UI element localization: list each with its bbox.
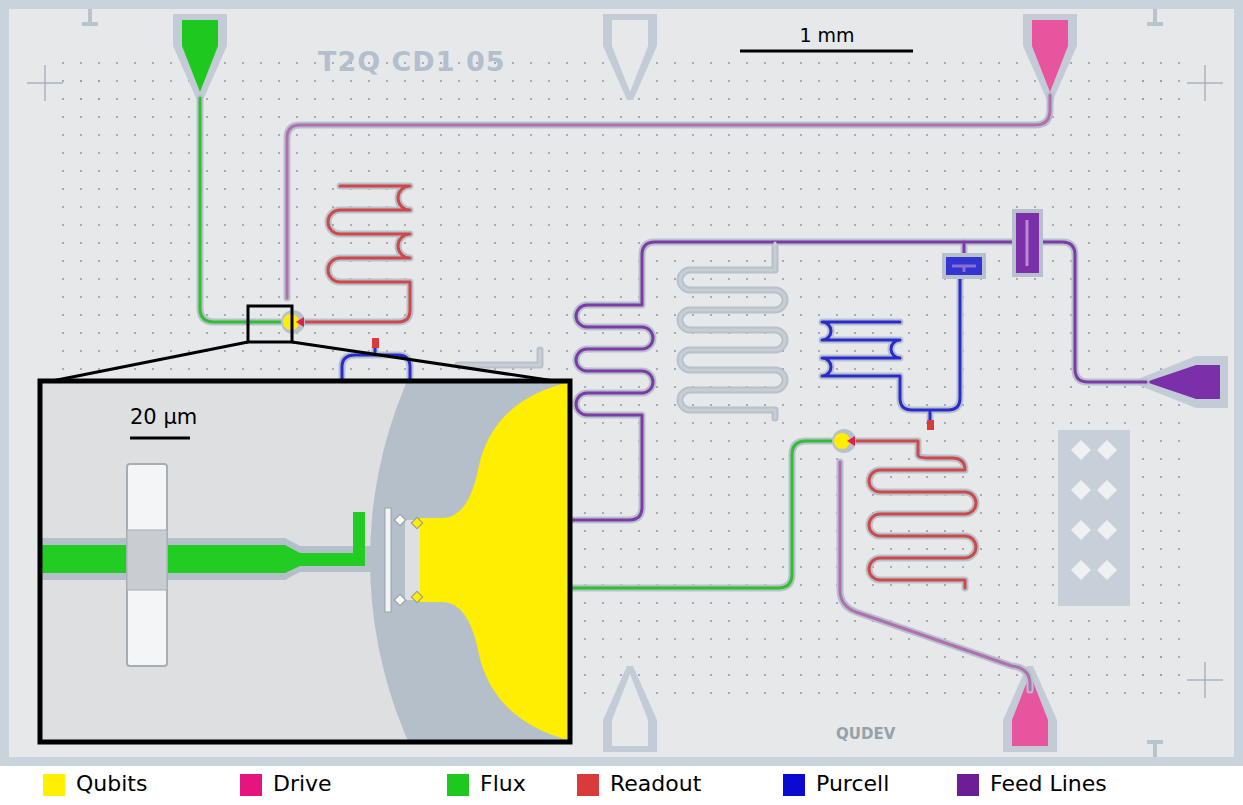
readout-resonator-gap xyxy=(856,441,976,588)
purcell-coupler xyxy=(946,257,982,275)
legend-swatch xyxy=(783,774,805,796)
legend-label: Feed Lines xyxy=(990,771,1107,796)
inset-micrograph xyxy=(40,381,570,742)
dot-cluster xyxy=(78,72,114,108)
legend-swatch xyxy=(240,774,262,796)
legend-swatch xyxy=(447,774,469,796)
legend-swatch xyxy=(43,774,65,796)
coupler-pin xyxy=(952,266,976,272)
group-logo: QUDEV xyxy=(836,726,895,743)
flux-line xyxy=(565,441,831,588)
dummy-resonator-gap xyxy=(680,243,785,418)
legend-label: Purcell xyxy=(816,771,889,796)
flux-line xyxy=(200,98,280,322)
feedline-coupler xyxy=(1016,213,1039,273)
coupler-cap xyxy=(372,338,379,348)
qubit xyxy=(832,429,856,453)
stub-line xyxy=(458,350,540,365)
zoom-line xyxy=(292,342,568,383)
purcell-coupler xyxy=(942,253,986,279)
scale-label: 20 μm xyxy=(130,405,197,429)
scale-bar xyxy=(740,50,913,53)
coupler-pin xyxy=(1026,220,1029,266)
inset-frame xyxy=(40,381,570,742)
dot-cluster xyxy=(1130,72,1166,108)
legend-label: Qubits xyxy=(76,771,147,796)
legend-swatch xyxy=(577,774,599,796)
legend-label: Flux xyxy=(480,771,526,796)
test-diamonds xyxy=(1071,440,1117,580)
scale-label: 1 mm xyxy=(799,25,854,47)
chip-name: T2Q CD1 05 xyxy=(318,46,506,77)
zoom-line xyxy=(42,342,248,383)
feedline-coupler xyxy=(1012,209,1043,277)
stub-line-gap xyxy=(458,350,540,365)
chip-ground xyxy=(9,9,1234,757)
readout-resonator xyxy=(305,186,410,322)
test-structure xyxy=(1058,430,1130,606)
legend-label: Readout xyxy=(610,771,701,796)
dot-cluster xyxy=(1130,655,1166,691)
legend-label: Drive xyxy=(273,771,332,796)
chip-frame xyxy=(0,0,1243,766)
purcell-filter xyxy=(822,279,960,420)
readout-resonator-gap xyxy=(305,186,410,322)
coupler-cap xyxy=(927,420,934,430)
readout-resonator xyxy=(856,441,976,588)
feed-line-gap xyxy=(961,242,968,253)
feed-line xyxy=(963,242,966,253)
legend-swatch xyxy=(957,774,979,796)
flux-line-gap xyxy=(565,441,831,588)
drive-line xyxy=(287,95,1050,298)
purcell-filter-gap xyxy=(822,279,960,420)
dummy-resonator xyxy=(680,243,785,418)
drive-line xyxy=(840,462,1030,690)
zoom-frame xyxy=(248,306,292,342)
flux-line-gap xyxy=(200,98,280,322)
